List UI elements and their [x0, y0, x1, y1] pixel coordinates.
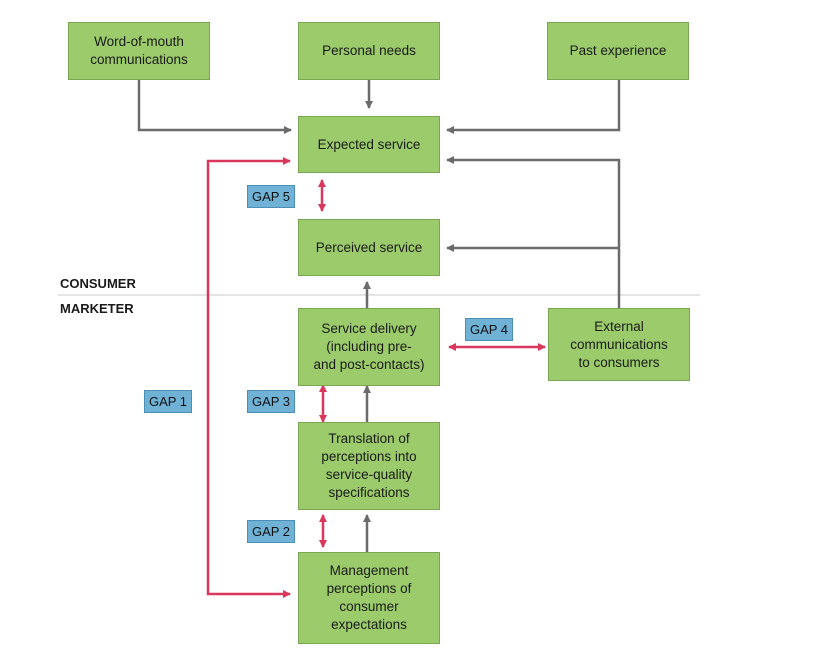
- gap2-label: GAP 2: [247, 520, 295, 543]
- gap4-label: GAP 4: [465, 318, 513, 341]
- expected-service-box: Expected service: [298, 116, 440, 173]
- gap1-arrow: [206, 157, 291, 598]
- consumer-zone-label: CONSUMER: [60, 276, 136, 291]
- arrow-external-to-expected: [446, 156, 621, 308]
- marketer-zone-label: MARKETER: [60, 301, 134, 316]
- word-of-mouth-box: Word-of-mouth communications: [68, 22, 210, 80]
- personal-needs-box: Personal needs: [298, 22, 440, 80]
- gap5-label: GAP 5: [247, 185, 295, 208]
- translation-box: Translation of perceptions into service-…: [298, 422, 440, 510]
- arrow-wom-to-expected: [137, 80, 292, 134]
- arrow-past-to-expected: [446, 80, 621, 134]
- service-delivery-box: Service delivery (including pre- and pos…: [298, 308, 440, 386]
- management-perceptions-box: Management perceptions of consumer expec…: [298, 552, 440, 644]
- past-experience-box: Past experience: [547, 22, 689, 80]
- gap3-label: GAP 3: [247, 390, 295, 413]
- perceived-service-box: Perceived service: [298, 219, 440, 276]
- external-communications-box: External communications to consumers: [548, 308, 690, 381]
- gap1-label: GAP 1: [144, 390, 192, 413]
